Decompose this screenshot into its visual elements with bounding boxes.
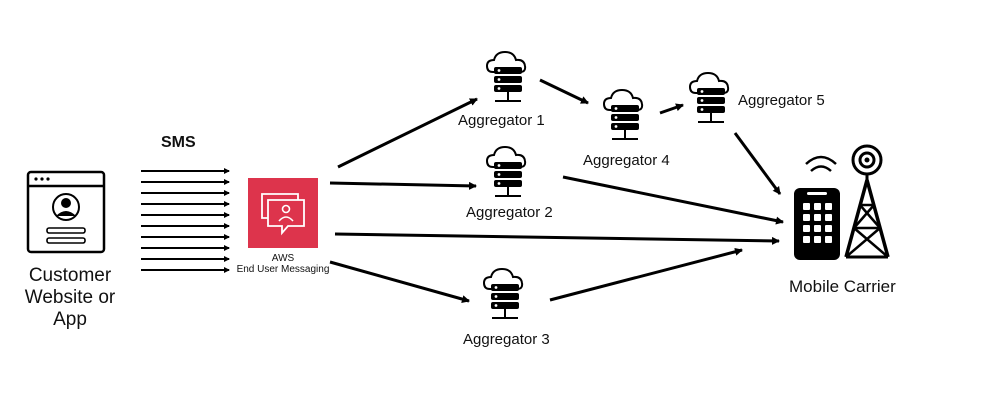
aggregator-2-icon bbox=[486, 146, 527, 197]
customer-label: Customer Website or App bbox=[10, 265, 130, 331]
mobile-phone-icon bbox=[794, 155, 840, 260]
aggregator-5-icon bbox=[689, 72, 730, 123]
sms-arrows bbox=[141, 168, 230, 273]
aggregator-3-icon bbox=[483, 268, 524, 319]
aggregator-5-label: Aggregator 5 bbox=[738, 92, 825, 109]
customer-label-line-3: App bbox=[53, 309, 87, 330]
aggregator-1-icon bbox=[486, 51, 527, 102]
customer-label-line-2: Website or bbox=[24, 287, 116, 308]
aggregator-2-label: Aggregator 2 bbox=[466, 204, 553, 221]
routing-arrows bbox=[329, 78, 784, 303]
aws-label-line-1: AWS bbox=[271, 253, 295, 264]
aggregator-1-label: Aggregator 1 bbox=[458, 112, 545, 129]
sms-label: SMS bbox=[161, 134, 196, 151]
mobile-carrier-label: Mobile Carrier bbox=[789, 277, 896, 296]
aggregator-4-icon bbox=[603, 89, 644, 140]
aggregator-4-label: Aggregator 4 bbox=[583, 152, 670, 169]
customer-label-line-1: Customer bbox=[28, 265, 112, 286]
end-user-messaging-icon bbox=[248, 178, 318, 248]
aggregator-3-label: Aggregator 3 bbox=[463, 331, 550, 348]
cell-tower-icon bbox=[844, 144, 890, 259]
aws-label-line-2: End User Messaging bbox=[236, 264, 330, 275]
browser-profile-icon bbox=[26, 170, 106, 254]
aws-label: AWS End User Messaging bbox=[223, 253, 343, 275]
